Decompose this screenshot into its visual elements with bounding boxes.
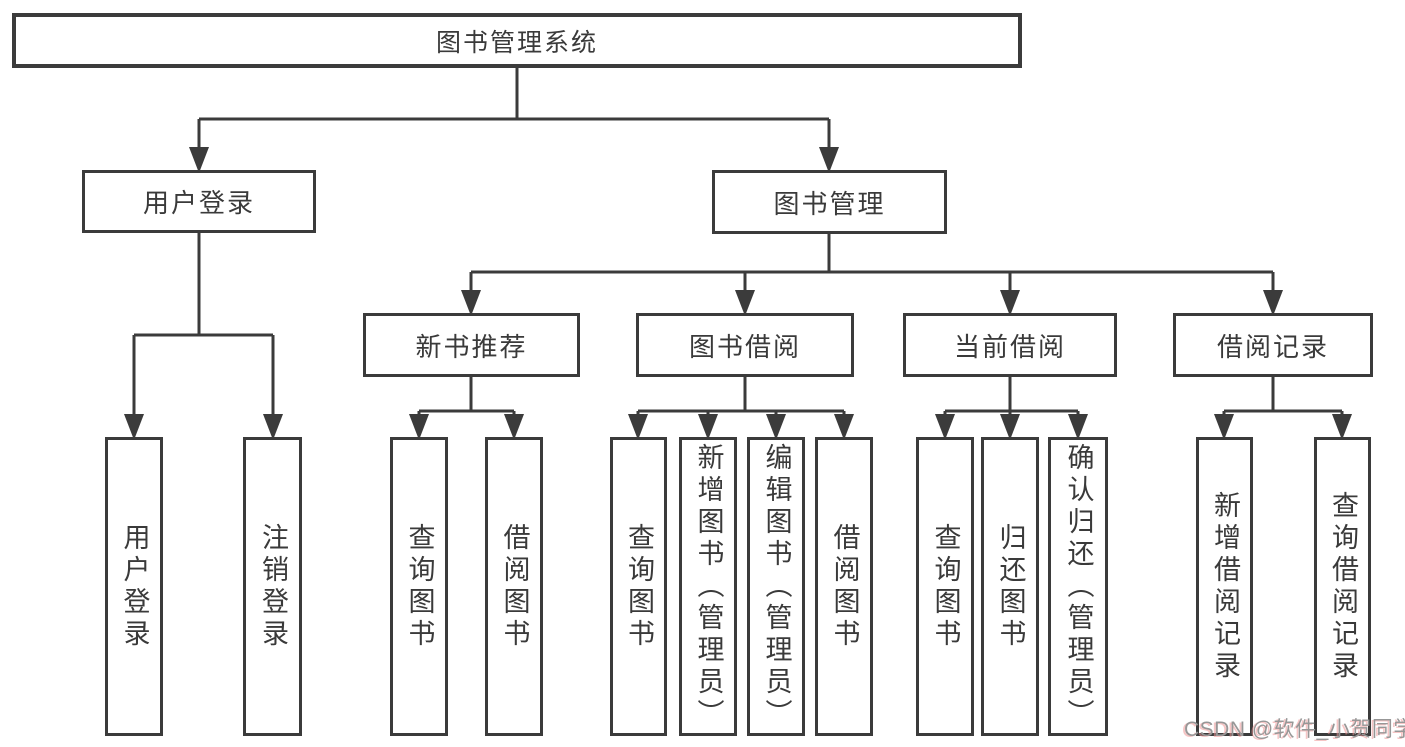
leaf-query-books-recommend: 查询图书 xyxy=(390,437,448,736)
node-book-management: 图书管理 xyxy=(712,170,947,234)
leaf-borrow-books: 借阅图书 xyxy=(815,437,873,736)
csdn-watermark: CSDN @软件_小贺同学 xyxy=(1184,718,1405,741)
node-borrowing-records: 借阅记录 xyxy=(1173,313,1373,377)
leaf-confirm-return-admin: 确认归还（管理员） xyxy=(1048,437,1108,736)
leaf-borrow-books-recommend: 借阅图书 xyxy=(485,437,543,736)
leaf-add-books-admin: 新增图书（管理员） xyxy=(679,437,737,736)
leaf-return-books: 归还图书 xyxy=(981,437,1039,736)
node-current-borrowing: 当前借阅 xyxy=(903,313,1117,377)
leaf-query-books-borrow: 查询图书 xyxy=(610,437,667,736)
leaf-user-login: 用户登录 xyxy=(105,437,163,736)
node-book-borrowing: 图书借阅 xyxy=(636,313,854,377)
node-library-system: 图书管理系统 xyxy=(12,13,1022,68)
leaf-add-borrow-record: 新增借阅记录 xyxy=(1196,437,1253,736)
leaf-query-borrow-record: 查询借阅记录 xyxy=(1314,437,1371,736)
leaf-query-books-current: 查询图书 xyxy=(916,437,974,736)
node-user-login: 用户登录 xyxy=(82,170,316,233)
leaf-edit-books-admin: 编辑图书（管理员） xyxy=(747,437,805,736)
node-new-book-recommendation: 新书推荐 xyxy=(363,313,580,377)
arrowheads xyxy=(124,147,1352,440)
leaf-logout: 注销登录 xyxy=(243,437,302,736)
